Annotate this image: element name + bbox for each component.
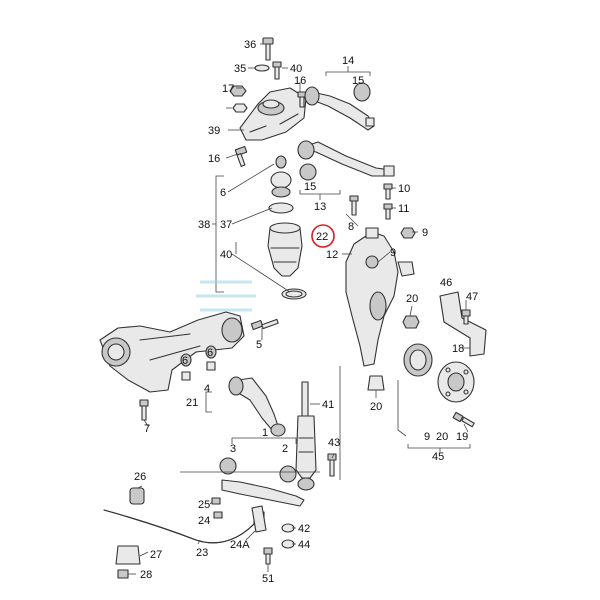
callout-46: 46 — [440, 277, 452, 289]
lower-arm-rear — [228, 376, 286, 437]
callout-39: 39 — [208, 125, 220, 137]
callouts-layer: 36 35 40 16 14 15 17 39 16 6 38 37 40 22… — [134, 39, 478, 585]
callout-17: 17 — [222, 83, 234, 95]
hub-bolt-19 — [452, 411, 475, 428]
callout-22: 22 — [316, 231, 328, 243]
parts-layer — [99, 37, 487, 579]
upper-arm-front — [297, 140, 395, 181]
bolt-7 — [139, 399, 149, 421]
bolts-10-11 — [349, 183, 393, 220]
splash-bracket-46 — [439, 291, 487, 357]
callout-9: 9 — [390, 247, 396, 259]
callout-20: 20 — [406, 293, 418, 305]
washer-35 — [254, 64, 270, 72]
lower-arm-front — [219, 457, 305, 525]
callout-24a: 24A — [230, 539, 250, 551]
callout-16: 16 — [294, 75, 306, 87]
leaders-layer — [128, 43, 471, 575]
callout-11: 11 — [398, 203, 409, 215]
callout-23: 23 — [196, 547, 208, 559]
mount-bolt-36 — [262, 37, 274, 61]
tie-rod-end-9 — [397, 227, 416, 277]
callout-12: 12 — [326, 249, 338, 261]
watermark-logo — [196, 280, 256, 312]
callout-10: 10 — [398, 183, 410, 195]
stabilizer-clamp-27 — [115, 545, 141, 579]
callout-6: 6 — [207, 347, 213, 359]
callout-44: 44 — [298, 539, 310, 551]
callout-40: 40 — [220, 249, 232, 261]
callout-27: 27 — [150, 549, 162, 561]
bolt-16-mid — [234, 145, 248, 167]
callout-21: 21 — [186, 397, 198, 409]
callout-20: 20 — [370, 401, 382, 413]
callout-15: 15 — [352, 75, 364, 87]
stabilizer-bar — [103, 509, 255, 544]
wheel-bearing — [403, 343, 433, 377]
air-spring-22 — [267, 222, 303, 277]
callout-4: 4 — [204, 383, 210, 395]
callout-9: 9 — [424, 431, 430, 443]
bolt-40-top — [272, 61, 282, 80]
callout-38: 38 — [198, 219, 210, 231]
nut-17 — [229, 85, 248, 113]
bushings-6 — [180, 345, 217, 381]
callout-35: 35 — [234, 63, 246, 75]
strut-ring-40 — [281, 288, 307, 300]
strut-top-mount — [239, 87, 307, 141]
callout-51: 51 — [262, 573, 274, 585]
callout-26: 26 — [134, 471, 146, 483]
bolts-24-25 — [211, 497, 295, 565]
callout-13: 13 — [314, 201, 326, 213]
callout-25: 25 — [198, 499, 210, 511]
highlight-ring — [311, 224, 335, 248]
stabilizer-bushing-26 — [129, 487, 145, 505]
steering-knuckle — [345, 227, 399, 391]
wheel-hub — [437, 361, 475, 403]
callout-18: 18 — [452, 343, 464, 355]
callout-9: 9 — [422, 227, 428, 239]
callout-7: 7 — [144, 423, 150, 435]
upper-arm-rear — [304, 82, 375, 131]
callout-41: 41 — [322, 399, 334, 411]
callout-28: 28 — [140, 569, 152, 581]
bolt-5 — [250, 318, 279, 331]
callout-42: 42 — [298, 523, 310, 535]
callout-47: 47 — [466, 291, 478, 303]
subframe — [99, 311, 245, 393]
callout-40: 40 — [290, 63, 302, 75]
callout-2: 2 — [282, 443, 288, 455]
callout-45: 45 — [432, 451, 444, 463]
callout-3: 3 — [230, 443, 236, 455]
callout-15: 15 — [304, 181, 316, 193]
callout-6: 6 — [182, 355, 188, 367]
callout-16: 16 — [208, 153, 220, 165]
callout-36: 36 — [244, 39, 256, 51]
callout-20: 20 — [436, 431, 448, 443]
callout-5: 5 — [256, 339, 262, 351]
callout-37: 37 — [220, 219, 232, 231]
shock-absorber-41 — [295, 381, 317, 491]
callout-6: 6 — [220, 187, 226, 199]
callout-24: 24 — [198, 515, 210, 527]
callout-19: 19 — [456, 431, 468, 443]
callout-1: 1 — [262, 427, 268, 439]
nut-20 — [402, 315, 420, 329]
callout-22-highlighted: 22 — [311, 224, 335, 248]
callout-14: 14 — [342, 55, 354, 67]
callout-43: 43 — [328, 437, 340, 449]
bolt-43 — [327, 453, 337, 477]
callout-8: 8 — [348, 221, 354, 233]
bump-stop-stack — [268, 155, 294, 214]
